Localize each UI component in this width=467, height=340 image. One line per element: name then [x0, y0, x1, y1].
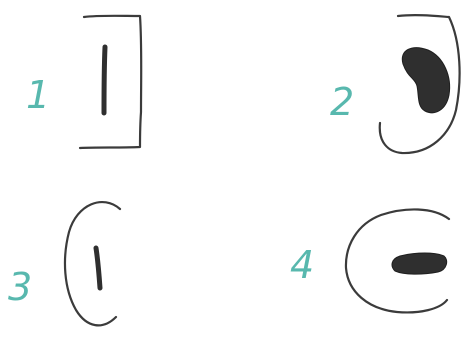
panel-3-arc: [65, 202, 120, 325]
panel-2-blob: [402, 48, 449, 113]
panel-3: 3: [8, 202, 120, 325]
panel-1: 1: [26, 16, 141, 148]
panel-2-number: 2: [330, 80, 354, 124]
panel-3-number: 3: [8, 265, 32, 309]
panel-1-bracket: [80, 16, 141, 148]
panel-4-pill: [392, 253, 447, 274]
panel-2: 2: [330, 15, 460, 153]
panel-4-number: 4: [290, 243, 314, 287]
panel-1-bar: [104, 47, 105, 113]
panel-1-number: 1: [26, 73, 50, 117]
panel-3-bar: [96, 248, 100, 288]
panel-4: 4: [290, 209, 449, 312]
